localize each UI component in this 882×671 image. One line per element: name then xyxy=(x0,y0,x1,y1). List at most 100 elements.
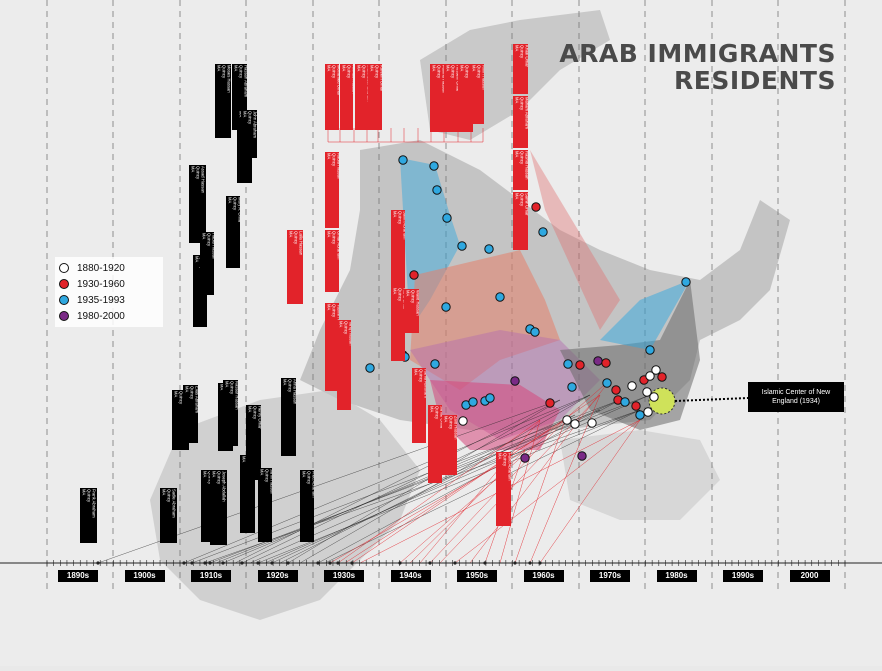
residence-point xyxy=(531,202,541,212)
residence-point xyxy=(627,381,637,391)
connector-line-black xyxy=(234,399,561,564)
legend-label: 1930-1960 xyxy=(77,278,125,290)
decade-label: 1940s xyxy=(390,570,431,582)
land-south xyxy=(560,430,720,520)
connector-line-black xyxy=(257,409,641,564)
person-label-line: MA xyxy=(173,391,179,398)
residence-point xyxy=(484,244,494,254)
decade-label: 1890s xyxy=(58,570,98,582)
timeline-event-dot xyxy=(182,561,186,565)
legend-item: 1980-2000 xyxy=(59,308,159,324)
legend-item: 1930-1960 xyxy=(59,276,159,292)
timeline-event-dot xyxy=(203,561,207,565)
legend-item: 1880-1920 xyxy=(59,260,159,276)
connector-line-red xyxy=(454,419,641,564)
connector-line-red xyxy=(419,419,541,564)
decade-label: 1960s xyxy=(523,570,564,582)
person-label-line: MA xyxy=(369,65,375,72)
person-label-line: MA xyxy=(497,453,503,460)
residence-point xyxy=(398,155,408,165)
residence-point xyxy=(457,241,467,251)
residence-point xyxy=(657,372,667,382)
connector-line-red xyxy=(539,419,641,564)
connector-line-red xyxy=(499,419,541,564)
residence-point xyxy=(538,227,548,237)
residence-point xyxy=(458,416,468,426)
red-area-north xyxy=(530,150,620,330)
residence-point xyxy=(365,363,375,373)
timeline-event-dot xyxy=(240,561,244,565)
connector-line-red xyxy=(329,449,526,564)
title-line-2: RESIDENTS xyxy=(674,66,836,95)
residence-point xyxy=(520,453,530,463)
blue-area-east xyxy=(600,280,690,350)
decade-label: 1980s xyxy=(656,570,697,582)
timeline-event-dot xyxy=(398,561,402,565)
connector-line-red xyxy=(351,394,601,564)
residence-point xyxy=(643,407,653,417)
decade-label: 1990s xyxy=(723,570,763,582)
residence-point xyxy=(567,382,577,392)
person-label-line: MA xyxy=(161,489,167,496)
decade-label: 1920s xyxy=(257,570,298,582)
person-label-line: MA xyxy=(326,65,332,72)
legend-item: 1935-1993 xyxy=(59,292,159,308)
timeline-event-dot xyxy=(328,561,332,565)
residence-point xyxy=(530,327,540,337)
person-label-line: MA xyxy=(242,111,248,118)
person-label-line: MA xyxy=(211,471,217,478)
person-label-line: MA xyxy=(201,233,207,240)
timeline-event-dot xyxy=(316,561,320,565)
timeline-event-dot xyxy=(483,561,487,565)
residence-point xyxy=(545,398,555,408)
timeline-event-dot xyxy=(286,561,290,565)
person-label-line: MA xyxy=(224,381,230,388)
residence-point xyxy=(651,365,661,375)
person-label-line: MA xyxy=(431,65,437,72)
residence-point xyxy=(495,292,505,302)
residence-point xyxy=(642,387,652,397)
connector-line-black xyxy=(287,399,561,564)
residence-point xyxy=(575,360,585,370)
decade-label: 1900s xyxy=(124,570,165,582)
timeline-event-dot xyxy=(190,561,194,565)
residence-point xyxy=(631,401,641,411)
person-label-line: MA xyxy=(184,386,190,393)
residence-point xyxy=(602,378,612,388)
